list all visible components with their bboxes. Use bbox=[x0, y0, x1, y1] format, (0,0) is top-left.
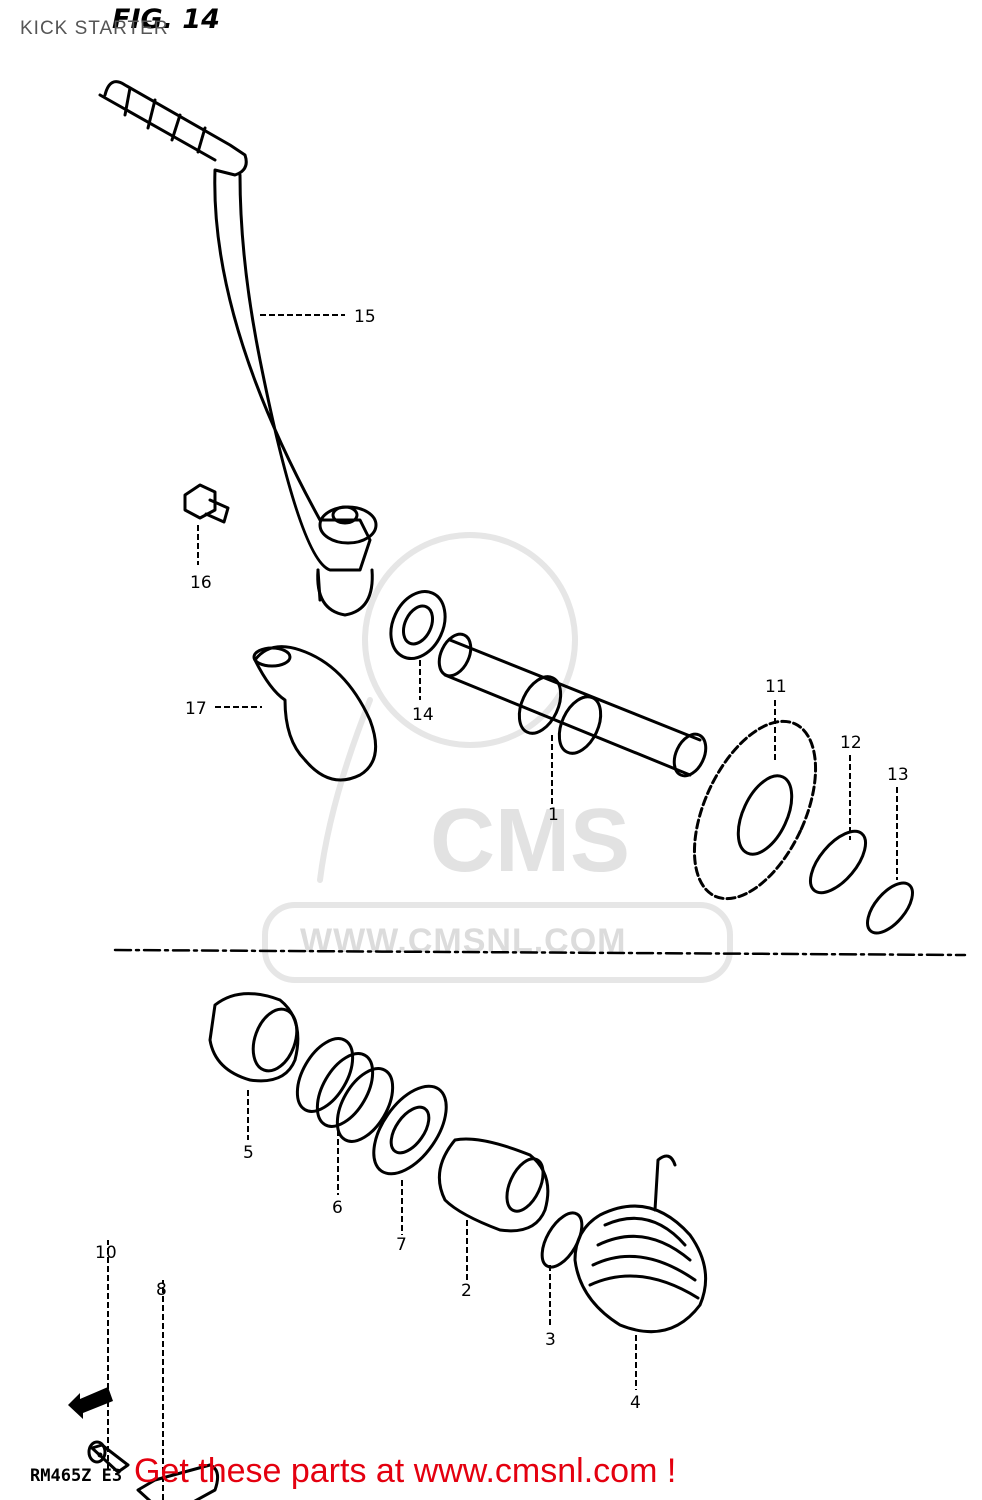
callout-16: 16 bbox=[190, 573, 212, 593]
callout-3: 3 bbox=[545, 1330, 556, 1350]
callout-13: 13 bbox=[887, 765, 909, 785]
callout-17: 17 bbox=[185, 699, 207, 719]
part-17-boot bbox=[252, 645, 378, 782]
callout-1: 1 bbox=[548, 805, 559, 825]
callout-7: 7 bbox=[396, 1235, 407, 1255]
watermark-brand: CMS bbox=[430, 791, 630, 891]
part-8-stopper-plate bbox=[136, 1463, 220, 1500]
part-12-washer bbox=[809, 829, 867, 895]
front-arrow-icon bbox=[68, 1387, 113, 1419]
part-11-gear bbox=[692, 719, 818, 901]
part-2-drive-gear bbox=[437, 1137, 550, 1233]
callout-14: 14 bbox=[412, 705, 434, 725]
figure-label: FIG. 14 bbox=[112, 4, 220, 35]
part-15-kick-lever bbox=[98, 80, 378, 617]
part-13-circlip bbox=[866, 881, 914, 935]
callout-4: 4 bbox=[630, 1393, 641, 1413]
callout-5: 5 bbox=[243, 1143, 254, 1163]
promo-link[interactable]: Get these parts at www.cmsnl.com ! bbox=[134, 1452, 677, 1490]
part-7-washer bbox=[372, 1084, 448, 1176]
part-6-spring bbox=[295, 1037, 395, 1143]
part-1-shaft bbox=[437, 632, 708, 778]
leader-lines bbox=[107, 314, 898, 1500]
part-4-return-spring bbox=[573, 1154, 708, 1334]
page-title: KICK STARTER bbox=[20, 18, 169, 39]
part-16-bolt bbox=[183, 483, 230, 524]
callout-15: 15 bbox=[354, 307, 376, 327]
callout-11: 11 bbox=[765, 677, 787, 697]
part-14-oil-seal bbox=[389, 590, 447, 660]
divider-line bbox=[113, 948, 967, 957]
part-10-screw bbox=[87, 1440, 130, 1474]
callout-10: 10 bbox=[95, 1243, 117, 1263]
watermark-mascot bbox=[262, 532, 733, 983]
model-code: RM465Z E3 bbox=[30, 1466, 123, 1486]
callout-6: 6 bbox=[332, 1198, 343, 1218]
callout-12: 12 bbox=[840, 733, 862, 753]
part-5-guide bbox=[208, 992, 300, 1083]
callout-8: 8 bbox=[156, 1280, 167, 1300]
callout-2: 2 bbox=[461, 1281, 472, 1301]
